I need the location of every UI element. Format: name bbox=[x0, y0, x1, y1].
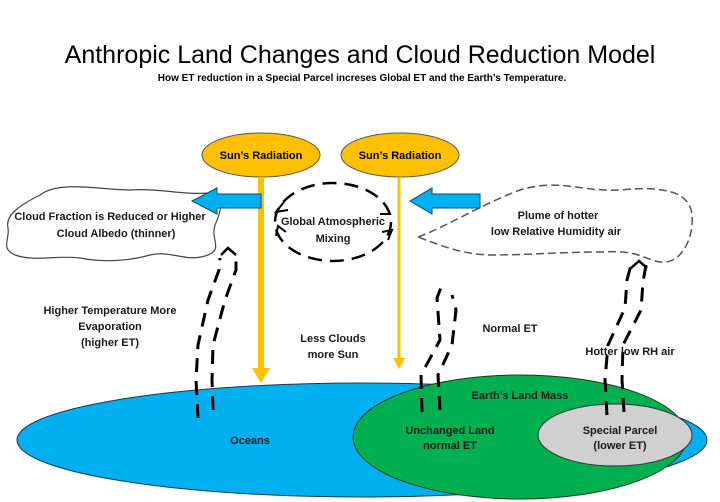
blue-arrow-left bbox=[190, 187, 262, 215]
sun-radiation-1-label: Sun’s Radiation bbox=[220, 150, 303, 162]
hotter-air-arrow-right bbox=[603, 259, 648, 416]
mixing-label-1: Global Atmospheric bbox=[281, 216, 385, 228]
cloud-label-2: Cloud Albedo (thinner) bbox=[57, 228, 176, 240]
special-parcel-label-1: Special Parcel bbox=[583, 425, 658, 437]
mixing-arrowhead-4 bbox=[381, 228, 394, 241]
special-parcel-region bbox=[537, 403, 693, 467]
sun-ray-2-arrowhead bbox=[393, 358, 405, 369]
plume-shape bbox=[415, 184, 693, 263]
plume-label-2: low Relative Humidity air bbox=[491, 226, 622, 238]
higher-temp-label-2: Evaporation bbox=[78, 321, 142, 333]
cloud-shape bbox=[6, 186, 222, 262]
special-parcel-label-2: (lower ET) bbox=[593, 440, 647, 452]
mixing-label-2: Mixing bbox=[316, 233, 351, 245]
evaporation-arrow-left bbox=[194, 246, 238, 419]
higher-temp-label-3: (higher ET) bbox=[81, 337, 139, 349]
diagram-subtitle: How ET reduction in a Special Parcel inc… bbox=[158, 73, 567, 84]
higher-temp-label-1: Higher Temperature More bbox=[43, 305, 176, 317]
blue-arrow-right bbox=[409, 187, 481, 215]
mixing-arrowhead-2 bbox=[380, 205, 392, 215]
less-clouds-label-2: more Sun bbox=[308, 349, 359, 361]
oceans-label: Oceans bbox=[230, 435, 270, 447]
normal-et-label: Normal ET bbox=[482, 323, 537, 335]
mixing-arrowhead-3 bbox=[275, 224, 287, 237]
unchanged-land-label-1: Unchanged Land bbox=[405, 425, 494, 437]
sun-radiation-2-label: Sun’s Radiation bbox=[359, 150, 442, 162]
hotter-low-rh-label: Hotter low RH air bbox=[585, 346, 675, 358]
plume-label-1: Plume of hotter bbox=[518, 210, 599, 222]
diagram-title: Anthropic Land Changes and Cloud Reducti… bbox=[65, 41, 656, 69]
land-mass-label: Earth’s Land Mass bbox=[472, 390, 569, 402]
less-clouds-label-1: Less Clouds bbox=[300, 333, 365, 345]
unchanged-land-label-2: normal ET bbox=[423, 440, 477, 452]
cloud-label-1: Cloud Fraction is Reduced or Higher bbox=[14, 211, 206, 223]
normal-et-arrow bbox=[419, 284, 458, 413]
mixing-arrowhead-1 bbox=[273, 201, 289, 214]
mixing-cycle bbox=[273, 181, 393, 263]
sun-ray-1-arrowhead bbox=[252, 368, 270, 383]
